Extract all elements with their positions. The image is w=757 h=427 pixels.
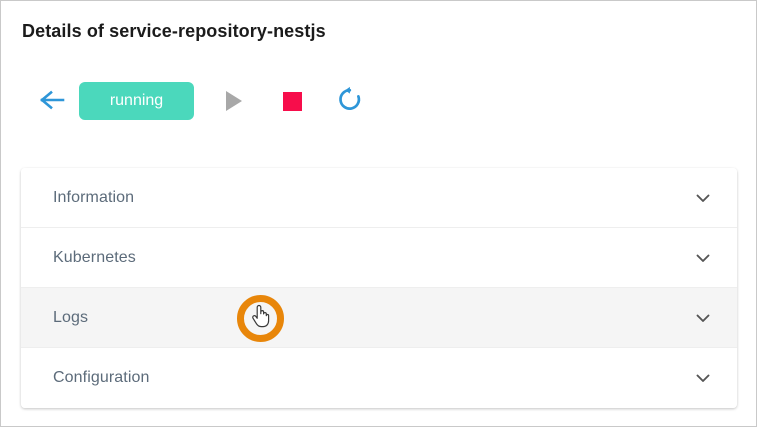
restart-button[interactable] bbox=[330, 83, 370, 119]
details-accordion-card: Information Kubernetes Logs bbox=[21, 168, 737, 408]
accordion-row-configuration[interactable]: Configuration bbox=[21, 348, 737, 408]
stop-icon bbox=[282, 91, 302, 111]
back-arrow-icon bbox=[39, 89, 65, 114]
accordion-label: Configuration bbox=[53, 369, 150, 386]
start-button[interactable] bbox=[214, 84, 254, 118]
chevron-down-icon[interactable] bbox=[693, 188, 713, 208]
accordion-row-information[interactable]: Information bbox=[21, 168, 737, 228]
play-icon bbox=[226, 91, 242, 111]
stop-button[interactable] bbox=[272, 84, 312, 118]
accordion-label: Information bbox=[53, 188, 135, 206]
accordion-label: Kubernetes bbox=[53, 248, 136, 266]
restart-icon bbox=[337, 86, 363, 116]
status-badge-running[interactable]: running bbox=[79, 82, 194, 120]
chevron-down-icon[interactable] bbox=[693, 308, 713, 328]
back-button[interactable] bbox=[35, 84, 69, 118]
accordion-row-logs[interactable]: Logs bbox=[21, 288, 737, 348]
page-title: Details of service-repository-nestjs bbox=[22, 21, 326, 41]
accordion-row-kubernetes[interactable]: Kubernetes bbox=[21, 228, 737, 288]
detail-toolbar: running bbox=[35, 79, 370, 123]
chevron-down-icon[interactable] bbox=[693, 248, 713, 268]
chevron-down-icon[interactable] bbox=[693, 368, 713, 388]
accordion-label: Logs bbox=[53, 308, 89, 326]
